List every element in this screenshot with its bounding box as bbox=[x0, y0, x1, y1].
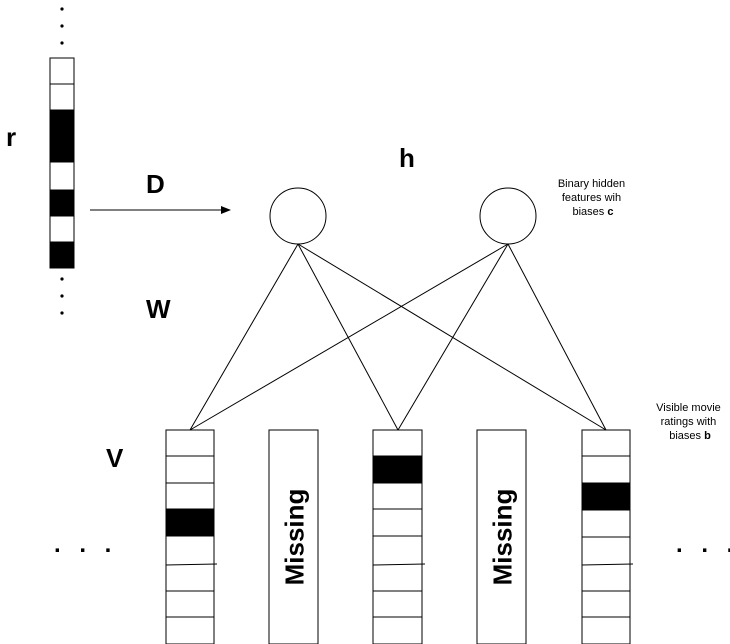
r-cell-filled bbox=[49, 109, 75, 163]
edge bbox=[507, 243, 607, 431]
r-top-dot-2 bbox=[60, 24, 64, 28]
edge bbox=[189, 243, 509, 431]
h-label: h bbox=[399, 143, 415, 173]
missing-column-frame bbox=[476, 429, 527, 644]
visible-column-1 bbox=[165, 429, 218, 644]
edge bbox=[297, 243, 399, 431]
weight-edges bbox=[189, 243, 607, 431]
edge bbox=[397, 243, 509, 431]
cell-divider bbox=[372, 563, 426, 566]
edge bbox=[297, 243, 607, 431]
r-top-dot-3 bbox=[60, 41, 64, 45]
hidden-unit bbox=[479, 187, 537, 245]
visible-column-3 bbox=[581, 429, 634, 644]
r-bottom-dot-3 bbox=[60, 311, 64, 315]
hidden-note-line1: Binary hidden bbox=[558, 178, 625, 190]
visible-note-line2: ratings with bbox=[661, 416, 717, 428]
d-label: D bbox=[146, 169, 165, 199]
rating-filled-cell bbox=[166, 509, 214, 536]
r-cell bbox=[49, 161, 75, 191]
visible-note-bias: b bbox=[704, 430, 711, 442]
r-cell-filled bbox=[49, 189, 75, 217]
v-label: V bbox=[106, 443, 124, 473]
right-ellipsis: . . . bbox=[676, 531, 730, 558]
visible-note-line3: biases b bbox=[669, 430, 711, 442]
w-label: W bbox=[146, 294, 171, 324]
missing-label: Missing bbox=[488, 489, 518, 586]
hidden-unit bbox=[269, 187, 327, 245]
r-cell bbox=[49, 215, 75, 243]
cell-divider bbox=[165, 563, 218, 566]
hidden-note-line3: biases c bbox=[573, 206, 614, 218]
r-bottom-dot-2 bbox=[60, 294, 64, 298]
hidden-note-bias: c bbox=[607, 206, 613, 218]
visible-column-2 bbox=[372, 429, 426, 644]
visible-note-line1: Visible movie bbox=[656, 402, 721, 414]
hidden-units-note: Binary hidden features wih biases c bbox=[558, 178, 628, 218]
r-cell bbox=[49, 83, 75, 111]
r-label: r bbox=[6, 122, 16, 152]
visible-units-note: Visible movie ratings with biases b bbox=[656, 402, 724, 442]
rating-filled-cell bbox=[582, 483, 630, 510]
visible-note-prefix: biases bbox=[669, 430, 704, 442]
rating-filled-cell bbox=[373, 456, 422, 483]
r-cell-filled bbox=[49, 241, 75, 269]
missing-column-2: Missing bbox=[476, 429, 527, 644]
missing-column-frame bbox=[268, 429, 319, 644]
edge bbox=[189, 243, 299, 431]
r-vector bbox=[49, 7, 75, 315]
missing-column-1: Missing bbox=[268, 429, 319, 644]
visible-column-frame bbox=[165, 429, 215, 644]
missing-label: Missing bbox=[280, 489, 310, 586]
r-top-dot-1 bbox=[60, 7, 64, 11]
cell-divider bbox=[581, 563, 634, 566]
left-ellipsis: . . . bbox=[54, 531, 117, 558]
hidden-note-line2: features wih bbox=[562, 192, 621, 204]
hidden-note-prefix: biases bbox=[573, 206, 608, 218]
r-bottom-dot-1 bbox=[60, 277, 64, 281]
r-cell bbox=[49, 57, 75, 85]
